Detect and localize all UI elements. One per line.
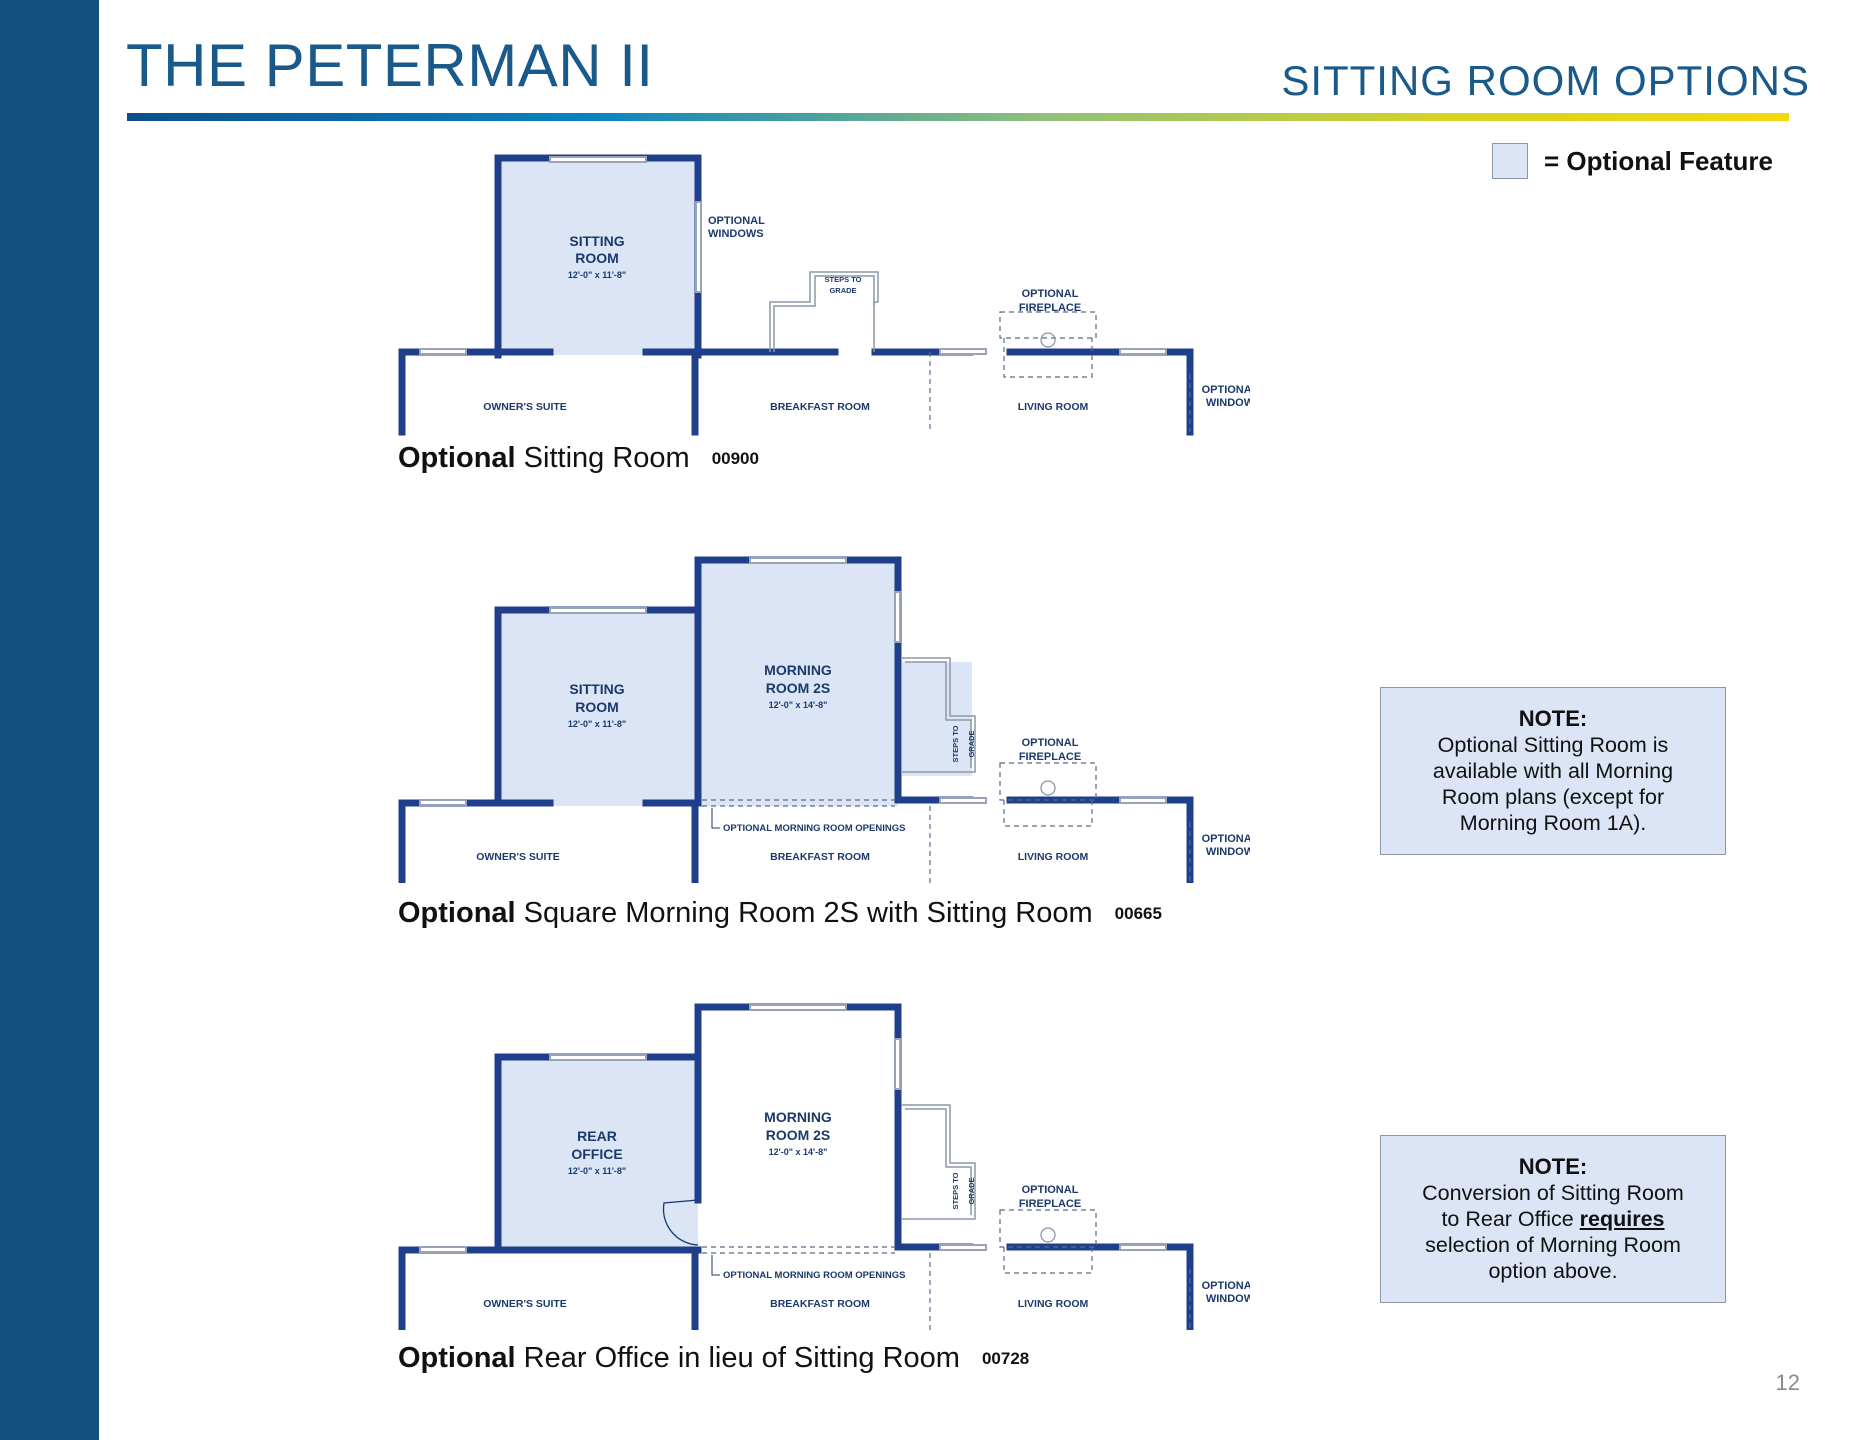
morning-room-label-1: MORNING: [764, 662, 832, 678]
legend: = Optional Feature: [1492, 143, 1773, 179]
owners-suite-label: OWNER'S SUITE: [476, 851, 560, 863]
room-dimensions: 12'-0" x 11'-8": [568, 719, 626, 729]
window-label-2: WINDOW: [1206, 1293, 1250, 1305]
morning-room-label-2: ROOM 2S: [766, 680, 831, 696]
section-title: SITTING ROOM OPTIONS: [1281, 57, 1810, 104]
fireplace-label-1: OPTIONAL: [1022, 288, 1079, 300]
owners-suite-label: OWNER'S SUITE: [483, 401, 567, 413]
note-line: Morning Room 1A).: [1459, 811, 1647, 835]
fireplace-label-2: FIREPLACE: [1019, 751, 1081, 763]
note-line: selection of Morning Room: [1425, 1233, 1681, 1257]
window-label-1: OPTIONAL: [1202, 1280, 1250, 1292]
steps-label-2: GRADE: [967, 730, 976, 757]
note-box-sitting-room: NOTE: Optional Sitting Room is available…: [1380, 687, 1726, 855]
room-label-line1: SITTING: [569, 233, 624, 249]
owners-suite-label: OWNER'S SUITE: [483, 1298, 567, 1310]
room-label-line2: ROOM: [575, 250, 619, 266]
plan-3-drawing: REAR OFFICE 12'-0" x 11'-8" MORNING ROOM…: [398, 1003, 1250, 1330]
caption-text: Square Morning Room 2S with Sitting Room: [515, 897, 1093, 929]
room-label-line2: ROOM: [575, 699, 619, 715]
floor-plan-rear-office: REAR OFFICE 12'-0" x 11'-8" MORNING ROOM…: [390, 995, 1250, 1330]
window-label-1: OPTIONAL: [1202, 384, 1250, 396]
option-code: 00728: [981, 1349, 1030, 1369]
sidebar-band: [0, 0, 99, 1440]
legend-label: = Optional Feature: [1544, 145, 1773, 176]
openings-label: OPTIONAL MORNING ROOM OPENINGS: [723, 1270, 905, 1281]
window-label-2: WINDOW: [1206, 846, 1250, 858]
morning-room-label-2: ROOM 2S: [766, 1127, 831, 1143]
steps-label-2: GRADE: [829, 286, 856, 295]
living-room-label: LIVING ROOM: [1018, 851, 1089, 863]
legend-swatch: [1492, 143, 1528, 179]
fireplace-label-2: FIREPLACE: [1019, 1198, 1081, 1210]
fireplace-label-2: FIREPLACE: [1019, 302, 1081, 314]
plan-2-caption: Optional Square Morning Room 2S with Sit…: [398, 897, 1162, 930]
living-room-label: LIVING ROOM: [1018, 1298, 1089, 1310]
room-dimensions: 12'-0" x 11'-8": [568, 270, 626, 280]
steps-label-1: STEPS TO: [825, 275, 862, 284]
room-label-line1: REAR: [577, 1128, 617, 1144]
note-text: to Rear Office: [1441, 1207, 1580, 1231]
caption-text: Rear Office in lieu of Sitting Room: [515, 1342, 960, 1374]
room-label-line2: OFFICE: [571, 1146, 622, 1162]
fireplace-label-1: OPTIONAL: [1022, 737, 1079, 749]
openings-label: OPTIONAL MORNING ROOM OPENINGS: [723, 823, 905, 834]
note-line: to Rear Office requires: [1381, 1206, 1725, 1232]
document-title: THE PETERMAN II: [126, 32, 654, 99]
caption-bold: Optional: [398, 442, 516, 474]
note-title: NOTE:: [1518, 706, 1588, 731]
gradient-rule: [127, 113, 1789, 121]
steps-label-1: STEPS TO: [951, 725, 960, 762]
plan-1-drawing: SITTING ROOM 12'-0" x 11'-8" STEPS TO GR…: [398, 154, 1250, 436]
sitting-room-fill: [498, 158, 698, 355]
option-code: 00665: [1114, 904, 1162, 924]
note-line: available with all Morning: [1432, 759, 1674, 783]
steps-label-1: STEPS TO: [951, 1172, 960, 1209]
door-swing: [662, 1199, 699, 1246]
plan-2-drawing: SITTING ROOM 12'-0" x 11'-8" MORNING ROO…: [398, 556, 1250, 883]
windows-label-1: OPTIONAL: [708, 215, 765, 227]
plan-1-caption: Optional Sitting Room 00900: [398, 442, 759, 475]
note-box-rear-office: NOTE: Conversion of Sitting Room to Rear…: [1380, 1135, 1726, 1303]
plan-3-caption: Optional Rear Office in lieu of Sitting …: [398, 1342, 1029, 1375]
fireplace-label-1: OPTIONAL: [1022, 1184, 1079, 1196]
steps-label-2: GRADE: [967, 1177, 976, 1204]
window-label-1: OPTIONAL: [1202, 833, 1250, 845]
note-line: Optional Sitting Room is: [1437, 733, 1669, 757]
note-emphasis: requires: [1579, 1207, 1665, 1231]
room-dimensions: 12'-0" x 11'-8": [568, 1166, 626, 1176]
page-number: 12: [1775, 1370, 1800, 1395]
note-line: Conversion of Sitting Room: [1422, 1181, 1684, 1205]
morning-room-dimensions: 12'-0" x 14'-8": [769, 700, 828, 710]
caption-bold: Optional: [398, 1342, 516, 1374]
note-line: Room plans (except for: [1441, 785, 1665, 809]
breakfast-room-label: BREAKFAST ROOM: [770, 851, 870, 863]
window-label-2: WINDOW: [1206, 397, 1250, 409]
note-line: option above.: [1488, 1259, 1618, 1283]
living-room-label: LIVING ROOM: [1018, 401, 1089, 413]
caption-bold: Optional: [398, 897, 516, 929]
note-title: NOTE:: [1518, 1154, 1588, 1179]
floor-plan-sitting-room: SITTING ROOM 12'-0" x 11'-8" STEPS TO GR…: [390, 142, 1250, 452]
option-code: 00900: [711, 449, 759, 469]
windows-label-2: WINDOWS: [708, 228, 764, 240]
morning-room-label-1: MORNING: [764, 1109, 832, 1125]
caption-text: Sitting Room: [515, 442, 690, 474]
breakfast-room-label: BREAKFAST ROOM: [770, 401, 870, 413]
morning-room-dimensions: 12'-0" x 14'-8": [769, 1147, 828, 1157]
floor-plan-morning-room-sitting-room: SITTING ROOM 12'-0" x 11'-8" MORNING ROO…: [390, 548, 1250, 883]
room-label-line1: SITTING: [569, 681, 624, 697]
breakfast-room-label: BREAKFAST ROOM: [770, 1298, 870, 1310]
